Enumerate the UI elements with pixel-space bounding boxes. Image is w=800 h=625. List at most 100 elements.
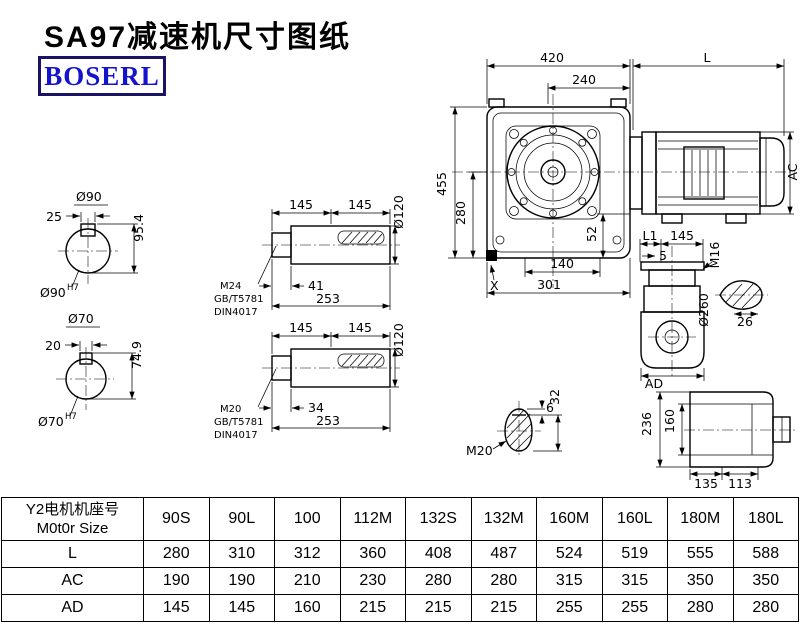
table-cell: 215 xyxy=(405,594,472,622)
thread-label-M16: M16 xyxy=(707,242,722,269)
main-gearbox-view: 420 240 L 455 280 AC 52 140 xyxy=(434,50,800,298)
table-cell: 215 xyxy=(470,594,537,622)
table-cell: 145 xyxy=(143,594,210,622)
dim-236: 236 xyxy=(639,412,654,436)
thread-label-M20: M20 xyxy=(466,443,493,458)
dim-455: 455 xyxy=(434,172,449,196)
drawing-area: 25 Ø90 95.4 Ø90 H7 20 Ø70 xyxy=(38,50,800,491)
table-cell: 280 xyxy=(732,594,799,622)
size-col-header: 160L xyxy=(601,497,668,541)
dim-dia-260: Ø260 xyxy=(696,293,711,327)
dim-key-height-70: 74.9 xyxy=(129,341,144,369)
table-row-L: L 280 310 312 360 408 487 524 519 555 58… xyxy=(1,540,799,568)
size-col-header: 90L xyxy=(208,497,275,541)
table-cell: 210 xyxy=(274,567,341,595)
table-cell: 315 xyxy=(601,567,668,595)
dim-dia-lower: Ø120 xyxy=(391,323,406,357)
label-X: X xyxy=(490,278,499,293)
dim-len1-lower: 145 xyxy=(289,320,313,335)
output-side-view: 236 160 135 113 xyxy=(639,391,797,491)
gearbox-side-view: L1 145 5 M16 Ø260 26 AD xyxy=(639,228,768,391)
shaft90-section-view: 25 Ø90 95.4 Ø90 H7 xyxy=(40,189,146,300)
size-col-header: 112M xyxy=(339,497,406,541)
std2-lower: DIN4017 xyxy=(214,430,258,441)
size-col-header: 180L xyxy=(732,497,799,541)
dim-145-side: 145 xyxy=(670,228,694,243)
size-col-header: 160M xyxy=(536,497,603,541)
table-cell: 487 xyxy=(470,540,537,568)
brand-text: BOSERL xyxy=(44,60,160,91)
row-label: AD xyxy=(1,594,144,622)
dim-32: 32 xyxy=(547,389,562,405)
x-marker-square xyxy=(486,250,497,261)
dim-dia-upper: Ø120 xyxy=(391,195,406,229)
dim-280: 280 xyxy=(453,201,468,225)
table-cell: 255 xyxy=(536,594,603,622)
table-cell: 555 xyxy=(667,540,734,568)
dim-160: 160 xyxy=(662,409,677,433)
header-line1: Y2电机机座号 xyxy=(25,500,120,518)
dim-6: 6 xyxy=(546,400,554,415)
dim-total-len-upper: 253 xyxy=(316,291,340,306)
table-cell: 230 xyxy=(339,567,406,595)
size-col-header: 90S xyxy=(143,497,210,541)
header-line2: M0t0r Size xyxy=(36,520,109,537)
table-corner-cell: Y2电机机座号 M0t0r Size xyxy=(1,497,144,541)
table-cell: 280 xyxy=(470,567,537,595)
brand-logo: BOSERL xyxy=(38,56,166,96)
table-cell: 215 xyxy=(339,594,406,622)
output-shaft-lower-view: 145 145 Ø120 M20 GB/T5781 DIN4017 34 253 xyxy=(214,320,406,441)
size-col-header: 132M xyxy=(470,497,537,541)
table-cell: 588 xyxy=(732,540,799,568)
dim-52: 52 xyxy=(584,226,599,242)
table-cell: 190 xyxy=(143,567,210,595)
table-header-row: Y2电机机座号 M0t0r Size 90S 90L 100 112M 132S… xyxy=(1,497,799,541)
dia-label-90-bottom: Ø90 xyxy=(40,285,66,300)
dim-len1-upper: 145 xyxy=(289,197,313,212)
dim-key-width-70: 20 xyxy=(45,338,61,353)
dim-113: 113 xyxy=(728,476,752,491)
table-row-AC: AC 190 190 210 230 280 280 315 315 350 3… xyxy=(1,567,799,595)
dim-len2-lower: 145 xyxy=(348,320,372,335)
dim-26: 26 xyxy=(737,314,753,329)
dim-420: 420 xyxy=(540,50,564,65)
dia-label-70-bottom: Ø70 xyxy=(38,414,64,429)
dia-tol-70: H7 xyxy=(65,412,77,422)
thread-label-lower: M20 xyxy=(220,404,241,415)
table-cell: 255 xyxy=(601,594,668,622)
thread-label-upper: M24 xyxy=(220,281,241,292)
output-shaft-upper-view: 145 145 Ø120 M24 GB/T5781 DIN4017 41 253 xyxy=(214,195,406,318)
size-col-header: 180M xyxy=(667,497,734,541)
table-cell: 312 xyxy=(274,540,341,568)
dim-thread-len-upper: 41 xyxy=(308,278,324,293)
page-title: SA97减速机尺寸图纸 xyxy=(44,21,352,54)
table-row-AD: AD 145 145 160 215 215 215 255 255 280 2… xyxy=(1,594,799,622)
dim-135: 135 xyxy=(694,476,718,491)
dim-240: 240 xyxy=(572,72,596,87)
dim-301: 301 xyxy=(537,277,561,292)
dim-L: L xyxy=(704,50,711,65)
table-cell: 408 xyxy=(405,540,472,568)
std2-upper: DIN4017 xyxy=(214,307,258,318)
row-label: L xyxy=(1,540,144,568)
dia-tol-90: H7 xyxy=(67,283,79,293)
motor-size-table: Y2电机机座号 M0t0r Size 90S 90L 100 112M 132S… xyxy=(1,497,799,622)
dim-thread-len-lower: 34 xyxy=(308,400,324,415)
table-cell: 280 xyxy=(143,540,210,568)
size-col-header: 100 xyxy=(274,497,341,541)
dim-AD: AD xyxy=(645,376,663,391)
table-cell: 310 xyxy=(208,540,275,568)
table-cell: 350 xyxy=(732,567,799,595)
row-label: AC xyxy=(1,567,144,595)
table-cell: 160 xyxy=(274,594,341,622)
table-cell: 524 xyxy=(536,540,603,568)
dim-L1: L1 xyxy=(643,228,658,243)
table-cell: 519 xyxy=(601,540,668,568)
dim-len2-upper: 145 xyxy=(348,197,372,212)
std1-lower: GB/T5781 xyxy=(214,417,264,428)
table-cell: 190 xyxy=(208,567,275,595)
table-cell: 280 xyxy=(667,594,734,622)
dim-5: 5 xyxy=(659,248,667,263)
table-cell: 145 xyxy=(208,594,275,622)
table-cell: 315 xyxy=(536,567,603,595)
